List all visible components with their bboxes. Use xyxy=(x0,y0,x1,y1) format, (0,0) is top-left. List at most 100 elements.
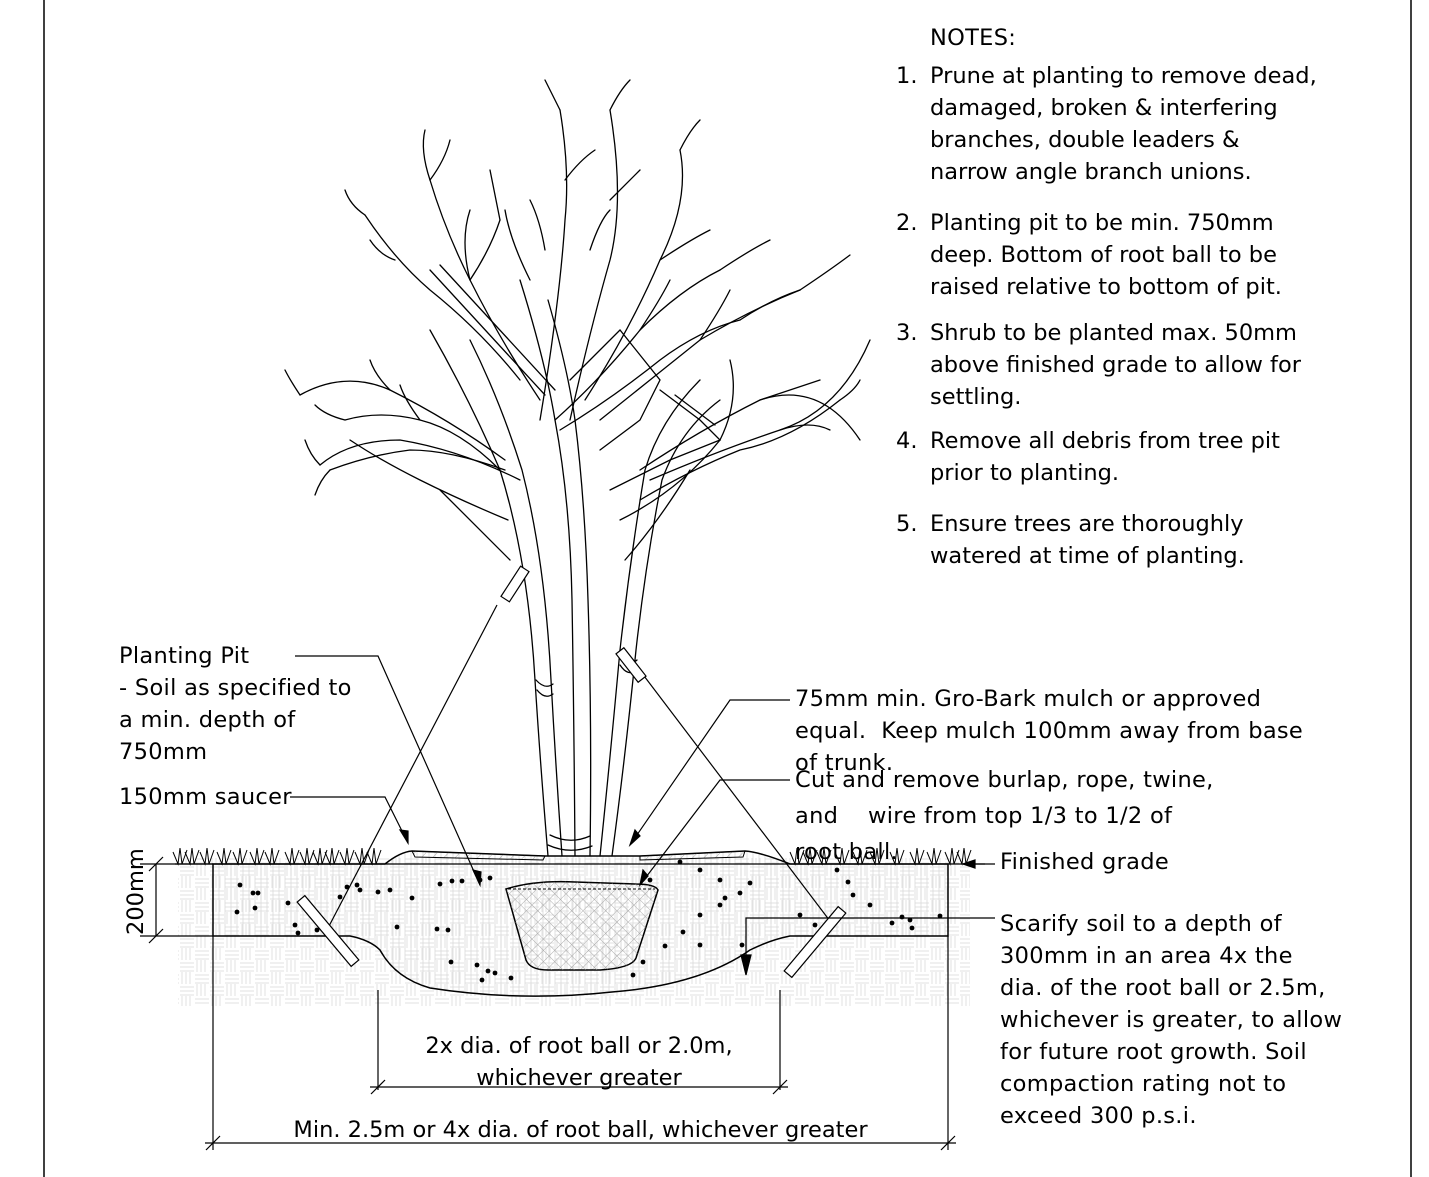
grass-tuft xyxy=(802,847,818,866)
scarify-callout-line: exceed 300 p.s.i. xyxy=(1000,1103,1197,1129)
grass-tuft xyxy=(299,847,315,866)
soil-particle xyxy=(739,942,745,948)
grass-tuft xyxy=(956,847,972,866)
scarify-callout-line: for future root growth. Soil xyxy=(1000,1039,1307,1065)
mulch-layer-left xyxy=(411,850,546,861)
grass-tuft xyxy=(852,847,868,866)
note-line: narrow angle branch unions. xyxy=(930,159,1252,185)
soil-particle xyxy=(337,894,343,900)
trunk-right xyxy=(599,379,701,857)
soil-particle xyxy=(797,912,803,918)
soil-particle xyxy=(677,859,683,865)
trunk-left xyxy=(429,329,549,857)
soil-particle xyxy=(479,977,485,983)
note-number: 4. xyxy=(896,428,918,454)
note-line: settling. xyxy=(930,384,1022,410)
trunk-right-inner xyxy=(611,399,721,857)
soil-particle xyxy=(717,877,723,883)
soil-particle xyxy=(662,943,668,949)
soil-particle xyxy=(680,929,686,935)
tree xyxy=(284,79,871,857)
grass-tuft xyxy=(869,847,885,866)
soil-particle xyxy=(485,968,491,974)
soil-particle xyxy=(252,905,258,911)
note-number: 3. xyxy=(896,320,918,346)
soil-particle xyxy=(899,914,905,920)
note-line: deep. Bottom of root ball to be xyxy=(930,242,1277,268)
note-line: watered at time of planting. xyxy=(930,543,1245,569)
mulch-callout-line: of trunk. xyxy=(795,750,894,776)
soil-particle xyxy=(292,922,298,928)
soil-particle xyxy=(487,875,493,881)
mulch-callout-line: 75mm min. Gro-Bark mulch or approved xyxy=(795,686,1262,712)
note-number: 1. xyxy=(896,63,918,89)
soil-particle xyxy=(845,879,851,885)
grass-tuft xyxy=(789,847,805,866)
soil-particle xyxy=(737,890,743,896)
turf-grass xyxy=(172,847,972,866)
note-line: prior to planting. xyxy=(930,460,1120,486)
grass-tuft xyxy=(216,847,232,866)
scarify-callout-line: 300mm in an area 4x the xyxy=(1000,943,1293,969)
note-line: damaged, broken & interfering xyxy=(930,95,1278,121)
note-line: Prune at planting to remove dead, xyxy=(930,63,1317,89)
soil-particle xyxy=(889,920,895,926)
soil-particle xyxy=(474,962,480,968)
soil-particle xyxy=(354,882,360,888)
grass-tuft xyxy=(339,847,355,866)
saucer-callout: 150mm saucer xyxy=(119,784,292,810)
soil-particle xyxy=(394,924,400,930)
soil-particle xyxy=(250,890,256,896)
depth-dimension-label: 200mm xyxy=(123,848,149,935)
planting-pit-callout-line: Planting Pit xyxy=(119,643,250,669)
burlap-callout-line: Cut and remove burlap, rope, twine, xyxy=(795,767,1214,793)
tree-guy-system xyxy=(296,565,847,979)
stake-right xyxy=(783,905,847,979)
soil-particle xyxy=(937,913,943,919)
mulch-callout-line: equal. Keep mulch 100mm away from base xyxy=(795,718,1304,744)
soil-particle xyxy=(834,867,840,873)
grass-tuft xyxy=(834,847,850,866)
grass-tuft xyxy=(312,847,328,866)
finished-grade-callout: Finished grade xyxy=(1000,849,1169,875)
dimension-lines xyxy=(140,856,956,1151)
soil-particle xyxy=(717,902,723,908)
stake-left xyxy=(296,894,360,968)
soil-particle xyxy=(295,930,301,936)
soil-particle xyxy=(448,959,454,965)
grass-tuft xyxy=(264,847,280,866)
note-line: branches, double leaders & xyxy=(930,127,1240,153)
soil-particle xyxy=(387,887,393,893)
soil-particle xyxy=(630,972,636,978)
grass-tuft xyxy=(284,847,300,866)
soil-particle xyxy=(640,959,646,965)
scarify-callout-line: compaction rating not to xyxy=(1000,1071,1287,1097)
callout-leaders xyxy=(290,655,995,976)
soil-particle xyxy=(647,877,653,883)
planting-soil-particles xyxy=(234,859,943,983)
grass-tuft xyxy=(172,847,188,866)
trunk-center-b xyxy=(547,299,592,857)
scarify-callout-line: dia. of the root ball or 2.5m, xyxy=(1000,975,1326,1001)
burlap-callout-line: and wire from top 1/3 to 1/2 of xyxy=(795,803,1173,829)
note-line: Planting pit to be min. 750mm xyxy=(930,210,1274,236)
grass-tuft xyxy=(232,847,248,866)
grass-tuft xyxy=(889,847,905,866)
root-ball-crosshatch xyxy=(506,881,658,970)
grass-tuft xyxy=(816,847,832,866)
grass-tuft xyxy=(324,847,340,866)
scarify-callout-line: Scarify soil to a depth of xyxy=(1000,911,1282,937)
soil-particle xyxy=(492,970,498,976)
soil-particle xyxy=(867,902,873,908)
note-number: 5. xyxy=(896,511,918,537)
grass-tuft xyxy=(354,847,370,866)
note-line: Remove all debris from tree pit xyxy=(930,428,1280,454)
soil-particle xyxy=(445,927,451,933)
grass-tuft xyxy=(184,847,200,866)
soil-particle xyxy=(234,909,240,915)
soil-particle xyxy=(255,890,261,896)
note-line: Ensure trees are thoroughly xyxy=(930,511,1244,537)
soil-particle xyxy=(459,878,465,884)
planting-pit-callout-line: 750mm xyxy=(119,739,208,765)
